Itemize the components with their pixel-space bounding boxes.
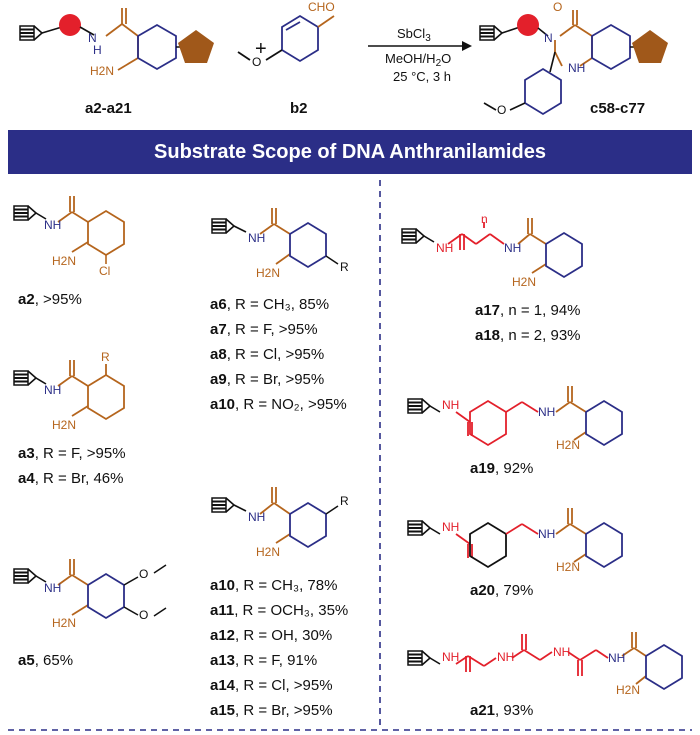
structure-a5 [13, 559, 167, 620]
structure-a20 [407, 508, 623, 569]
entry-a13: a13, R = F, 91% [210, 652, 318, 669]
a6-atom-h2n: H2N [256, 266, 281, 280]
product-atom-o: O [553, 0, 563, 14]
entry-a10b: a10, R = CH₃, 78% [210, 577, 338, 594]
a2-atom-h2n: H2N [52, 254, 77, 268]
a17-atom-h2n: H2N [512, 275, 537, 289]
entry-a11: a11, R = OCH₃, 35% [210, 602, 349, 619]
a5-atom-o2: O [139, 608, 149, 622]
entry-a15: a15, R = Br, >95% [210, 702, 333, 719]
a19-atom-nh2: NH [538, 405, 556, 419]
label-reactant-a: a2-a21 [85, 100, 132, 117]
atom-cho: CHO [308, 0, 335, 14]
a21-atom-nh1: NH [442, 650, 460, 664]
structure-a19 [407, 386, 623, 447]
a2-atom-cl: Cl [99, 264, 111, 278]
a17-atom-nh2: NH [504, 241, 522, 255]
entry-a8: a8, R = Cl, >95% [210, 346, 325, 363]
a10b-atom-h2n: H2N [256, 545, 281, 559]
entry-a20: a20, 79% [470, 582, 534, 599]
product-atom-n: N [544, 31, 553, 45]
product-atom-o2: O [497, 103, 507, 117]
label-product: c58-c77 [590, 100, 646, 117]
product-structure [479, 10, 668, 116]
a10b-atom-nh: NH [248, 510, 266, 524]
a5-atom-o1: O [139, 567, 149, 581]
entry-a7: a7, R = F, >95% [210, 321, 318, 338]
a21-atom-nh3: NH [553, 645, 571, 659]
entry-a4: a4, R = Br, 46% [18, 470, 124, 487]
a6-atom-r: R [340, 260, 349, 274]
a20-atom-nh1: NH [442, 520, 460, 534]
entry-a9: a9, R = Br, >95% [210, 371, 325, 388]
structure-a6-a10 [211, 208, 339, 269]
a5-atom-nh: NH [44, 581, 62, 595]
a20-atom-nh2: NH [538, 527, 556, 541]
entry-a12: a12, R = OH, 30% [210, 627, 333, 644]
atom-o: O [252, 55, 262, 69]
entry-a3: a3, R = F, >95% [18, 445, 126, 462]
entry-a17: a17, n = 1, 94% [475, 302, 581, 319]
structure-a17-a18 [401, 218, 583, 279]
a3-atom-h2n: H2N [52, 418, 77, 432]
a19-atom-h2n: H2N [556, 438, 581, 452]
a10b-atom-r: R [340, 494, 349, 508]
section-banner: Substrate Scope of DNA Anthranilamides [8, 130, 692, 174]
a20-atom-h2n: H2N [556, 560, 581, 574]
reagent-sbcl3: SbCl3 [397, 26, 431, 44]
atom-h2n: H2N [90, 64, 115, 78]
product-atom-nh: NH [568, 61, 586, 75]
entry-a21: a21, 93% [470, 702, 534, 719]
entry-a5: a5, 65% [18, 652, 74, 669]
atom-n: N [88, 31, 97, 45]
a2-atom-nh: NH [44, 218, 62, 232]
a21-atom-nh4: NH [608, 651, 626, 665]
entry-a10: a10, R = NO₂, >95% [210, 396, 347, 413]
reagent-conditions: 25 °C, 3 h [393, 69, 451, 84]
entry-a14: a14, R = Cl, >95% [210, 677, 333, 694]
reagent-solvent: MeOH/H2O [385, 51, 452, 69]
atom-h: H [93, 43, 102, 57]
a5-atom-h2n: H2N [52, 616, 77, 630]
a17-atom-n: n [481, 212, 488, 226]
a6-atom-nh: NH [248, 231, 266, 245]
a21-atom-nh2: NH [497, 650, 515, 664]
a3-atom-r: R [101, 350, 110, 364]
a3-atom-nh: NH [44, 383, 62, 397]
entry-a19: a19, 92% [470, 460, 534, 477]
a19-atom-nh1: NH [442, 398, 460, 412]
a21-atom-h2n: H2N [616, 683, 641, 697]
structure-a3-a4 [13, 360, 125, 421]
entry-a2: a2, >95% [18, 291, 82, 308]
entry-a18: a18, n = 2, 93% [475, 327, 581, 344]
entry-a6: a6, R = CH₃, 85% [210, 296, 330, 313]
reaction-arrow [368, 41, 472, 51]
structure-a10-a15 [211, 487, 339, 549]
plus-sign: + [255, 38, 267, 60]
a17-atom-nh1: NH [436, 241, 454, 255]
reactant-a-structure [19, 8, 214, 71]
label-reactant-b: b2 [290, 100, 308, 117]
structure-a2 [13, 196, 125, 264]
reactant-b-structure [237, 14, 335, 63]
structure-a21 [407, 632, 683, 691]
